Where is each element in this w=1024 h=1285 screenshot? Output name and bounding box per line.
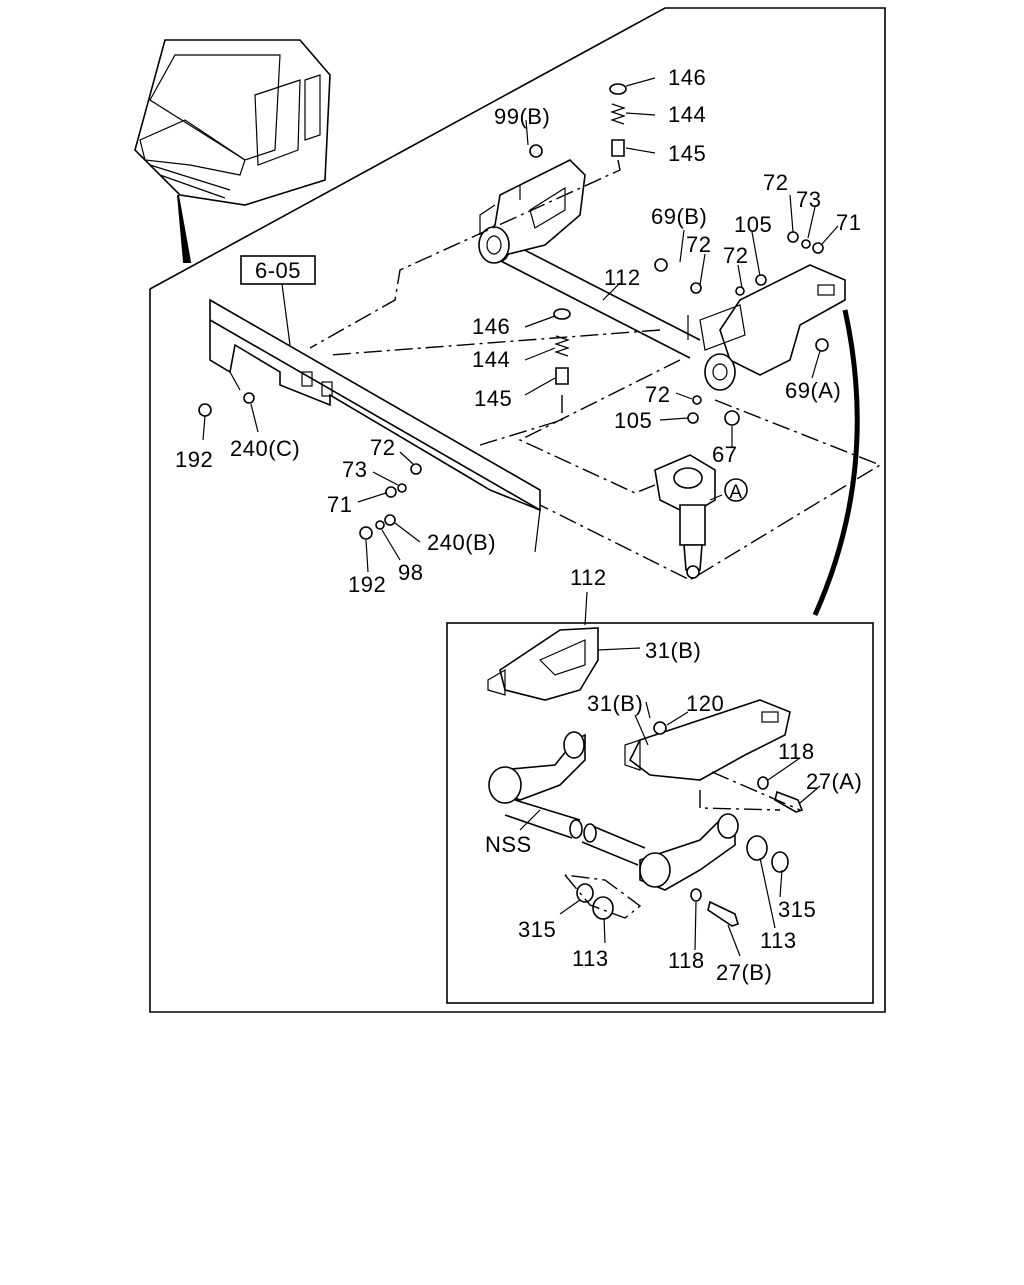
callout-69b: 69(B) — [651, 204, 707, 229]
detail-inset-frame — [446, 622, 874, 1004]
callout-73-r: 73 — [796, 187, 821, 212]
callout-72-r3: 72 — [723, 243, 748, 268]
hardware-fasteners — [198, 144, 829, 540]
callout-146-mid: 146 — [472, 314, 510, 339]
callout-31b-mid: 31(B) — [587, 691, 643, 716]
callout-98: 98 — [398, 560, 423, 585]
callout-240b: 240(B) — [427, 530, 496, 555]
left-bracket-assembly — [478, 159, 586, 264]
callout-72-r1: 72 — [763, 170, 788, 195]
callout-nss: NSS — [485, 832, 532, 857]
callout-71-l: 71 — [327, 492, 352, 517]
detail-callouts: 31(B) 31(B) 120 118 27(A) NSS 315 113 31… — [485, 638, 862, 985]
callout-192-l: 192 — [175, 447, 213, 472]
callout-144-top: 144 — [668, 102, 706, 127]
callout-118-r: 118 — [778, 739, 815, 764]
callout-31b-top: 31(B) — [645, 638, 701, 663]
callout-72-r2: 72 — [686, 232, 711, 257]
section-ref-label: 6-05 — [255, 258, 301, 283]
callout-315-r: 315 — [778, 897, 816, 922]
main-frame — [149, 7, 886, 1013]
callout-113-l: 113 — [572, 946, 609, 971]
callout-146-top: 146 — [668, 65, 706, 90]
callout-27b: 27(B) — [716, 960, 772, 985]
spring-stack-top — [609, 83, 627, 157]
callout-145-mid: 145 — [474, 386, 512, 411]
detail-marker-label: A — [729, 482, 742, 503]
callout-67: 67 — [712, 442, 737, 467]
frame-rail — [209, 298, 541, 553]
detail-leader-lines — [559, 701, 821, 957]
leader-lines — [202, 77, 839, 573]
detail-inset-parts — [487, 627, 804, 927]
callout-27a: 27(A) — [806, 769, 862, 794]
callout-192-b: 192 — [348, 572, 386, 597]
spring-stack-middle — [553, 308, 571, 385]
callout-69a: 69(A) — [785, 378, 841, 403]
callout-72-l: 72 — [370, 435, 395, 460]
callout-71-r: 71 — [836, 210, 861, 235]
callout-112-main: 112 — [604, 265, 641, 290]
callout-240c: 240(C) — [230, 436, 300, 461]
callout-315-l: 315 — [518, 917, 556, 942]
callout-105-r: 105 — [734, 212, 772, 237]
detail-marker-circle — [724, 478, 748, 502]
callout-72-c: 72 — [645, 382, 670, 407]
section-ref-box — [240, 255, 316, 285]
callout-113-r: 113 — [760, 928, 797, 953]
callout-144-mid: 144 — [472, 347, 510, 372]
callout-112-detail: 112 — [570, 565, 607, 590]
truck-cab-illustration — [134, 39, 331, 263]
arc-arrow — [812, 309, 860, 617]
callout-99b: 99(B) — [494, 104, 550, 129]
callout-145-top: 145 — [668, 141, 706, 166]
main-callouts: 146 144 145 99(B) 72 73 71 69(B) 105 72 … — [175, 65, 861, 597]
callout-118-b: 118 — [668, 948, 705, 973]
right-bracket-assembly — [687, 264, 846, 391]
callout-73-l: 73 — [342, 457, 367, 482]
alignment-lines — [309, 159, 882, 581]
shock-absorber — [654, 454, 716, 579]
callout-105-c: 105 — [614, 408, 652, 433]
callout-120: 120 — [686, 691, 724, 716]
